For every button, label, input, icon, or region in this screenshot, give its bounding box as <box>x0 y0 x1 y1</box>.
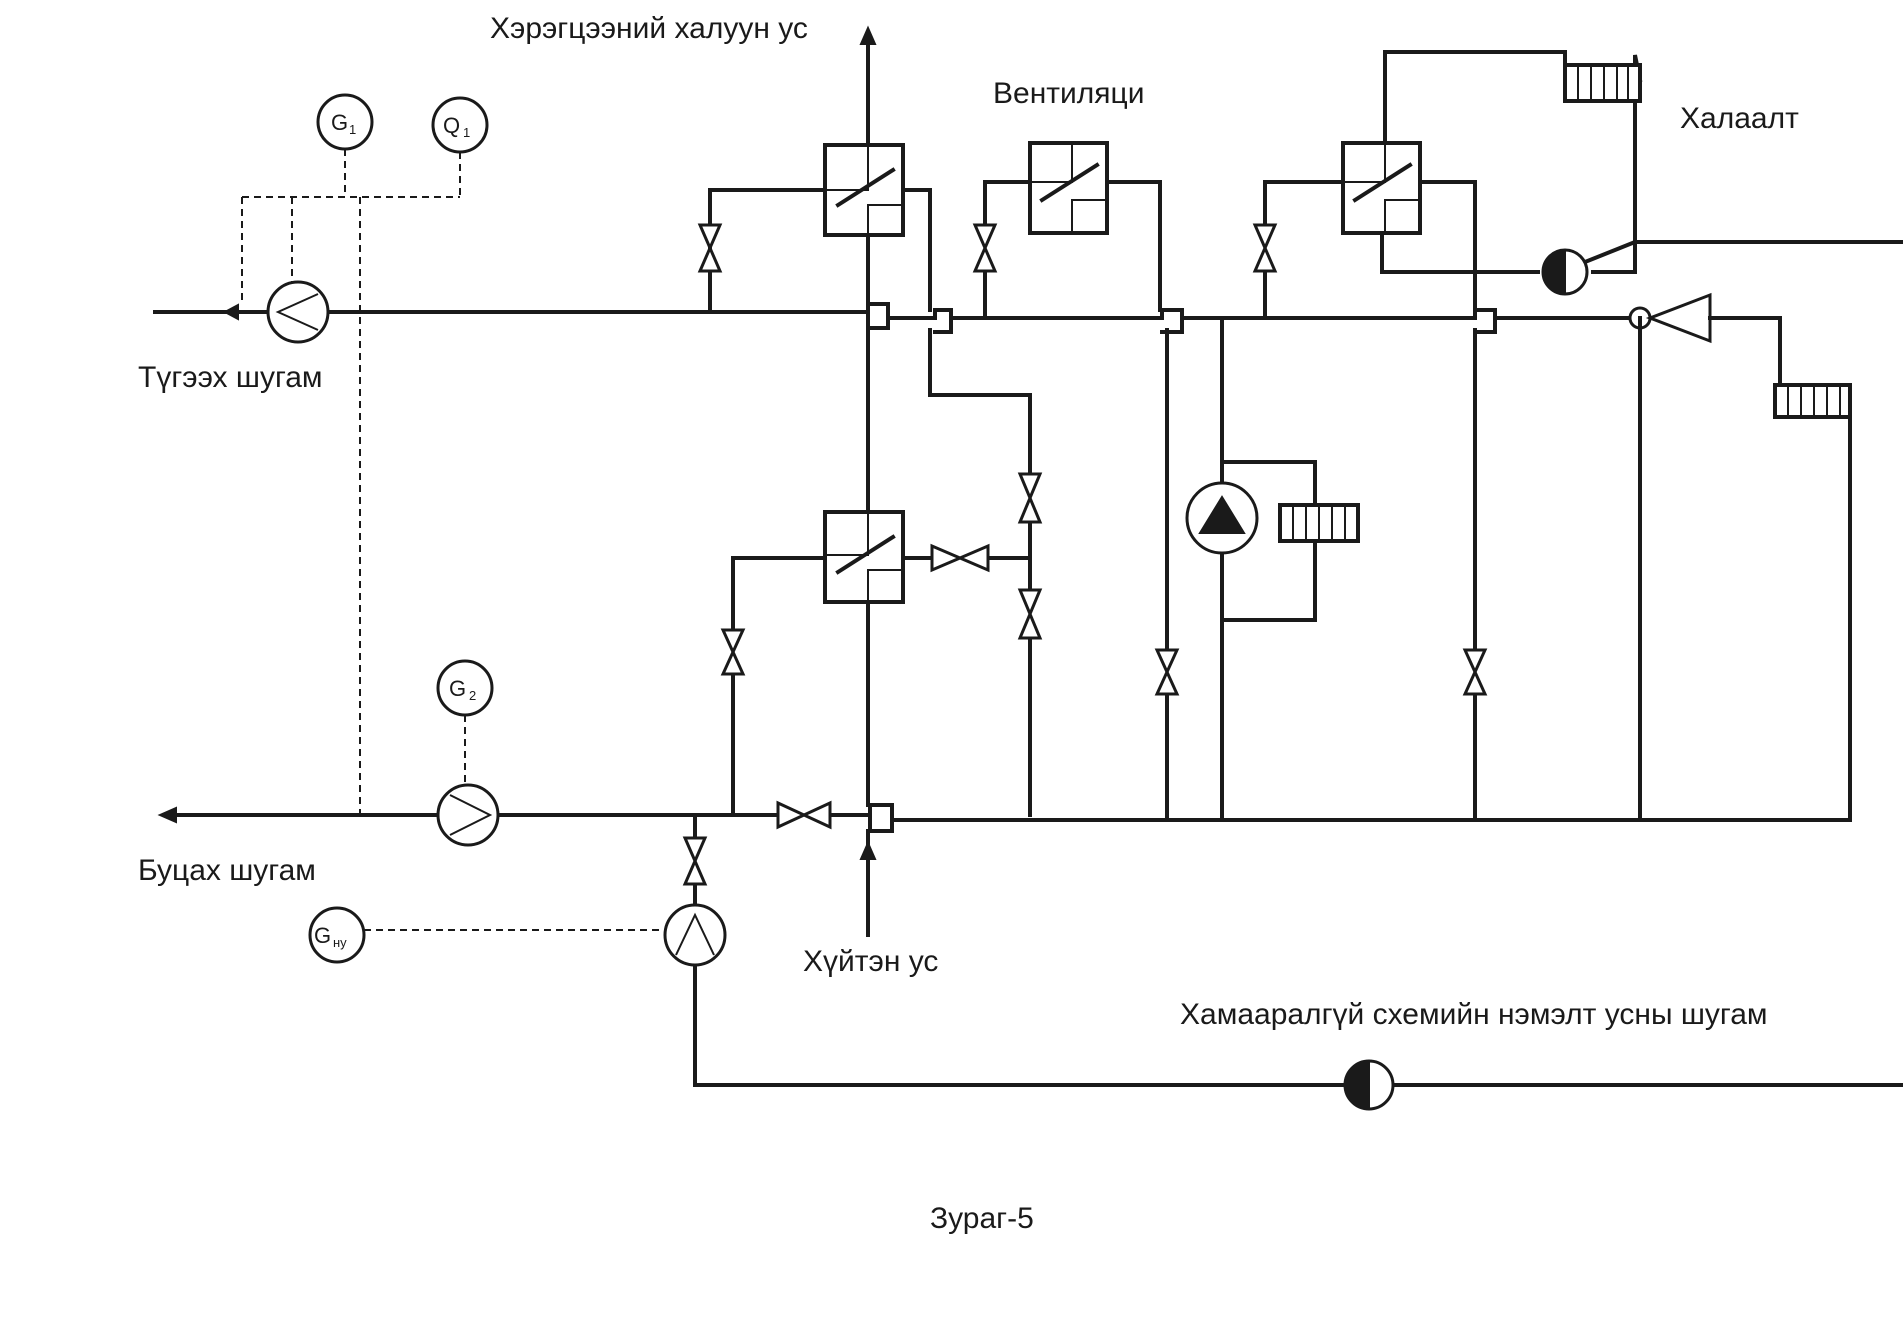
instrument-gnu: G ну <box>308 906 366 964</box>
radiator-right-loop <box>1708 316 1852 822</box>
gnu-sub: ну <box>333 935 347 950</box>
return-line-label: Буцах шугам <box>138 854 316 887</box>
heating-middle-branch <box>1220 316 1317 822</box>
return-line <box>157 803 1852 833</box>
jet-pump <box>1628 292 1712 822</box>
figure-caption: Зураг-5 <box>930 1202 1034 1235</box>
makeup-flowmeter <box>663 903 727 967</box>
instrument-g1: G 1 <box>316 93 374 151</box>
supply-line-label: Түгээх шугам <box>138 361 323 394</box>
instrument-g2: G 2 <box>436 659 494 717</box>
cold-water-label: Хүйтэн ус <box>803 945 938 978</box>
hot-water-valve-3 <box>1017 472 1043 524</box>
hot-water-valve-4 <box>1017 588 1043 640</box>
g2-letter: G <box>449 676 466 701</box>
q1-letter: Q <box>443 113 460 138</box>
heating-circulation-pump <box>1185 481 1259 555</box>
instrument-q1: Q 1 <box>431 96 489 154</box>
g1-letter: G <box>331 110 348 135</box>
makeup-line-label: Хамааралгүй схемийн нэмэлт усны шугам <box>1180 998 1768 1031</box>
hot-water-valve-5 <box>720 628 746 676</box>
makeup-valve <box>682 836 708 886</box>
return-valve <box>776 800 832 830</box>
hot-water-heat-exchanger-1 <box>823 143 905 237</box>
hot-water-heat-exchanger-2 <box>823 510 905 604</box>
makeup-pump <box>1343 1059 1395 1111</box>
ventilation-branch <box>983 180 1169 822</box>
radiator-top <box>1563 63 1642 103</box>
radiator-middle <box>1278 503 1360 543</box>
hot-water-label: Хэрэгцээний халуун ус <box>490 12 808 45</box>
ventilation-label: Вентиляци <box>993 77 1144 110</box>
heating-heat-exchanger <box>1341 141 1422 235</box>
gnu-letter: G <box>314 923 331 948</box>
q1-sub: 1 <box>463 125 470 140</box>
heating-valve-supply <box>1252 223 1278 273</box>
hot-water-branch-2 <box>731 328 1032 817</box>
g2-sub: 2 <box>469 688 476 703</box>
supply-flowmeter <box>266 280 330 344</box>
signal-lines <box>241 149 665 931</box>
heating-label: Халаалт <box>1680 102 1799 135</box>
ventilation-valve-return <box>1154 648 1180 696</box>
radiator-right <box>1773 383 1852 419</box>
heating-pump <box>1541 248 1589 296</box>
heating-valve-return <box>1462 648 1488 696</box>
hot-water-valve-2 <box>930 543 990 573</box>
makeup-branch <box>693 813 1903 1087</box>
return-flowmeter <box>436 783 500 847</box>
ventilation-valve-supply <box>972 223 998 273</box>
ventilation-heat-exchanger <box>1028 141 1109 235</box>
hot-water-valve-1 <box>697 223 723 273</box>
g1-sub: 1 <box>349 122 356 137</box>
